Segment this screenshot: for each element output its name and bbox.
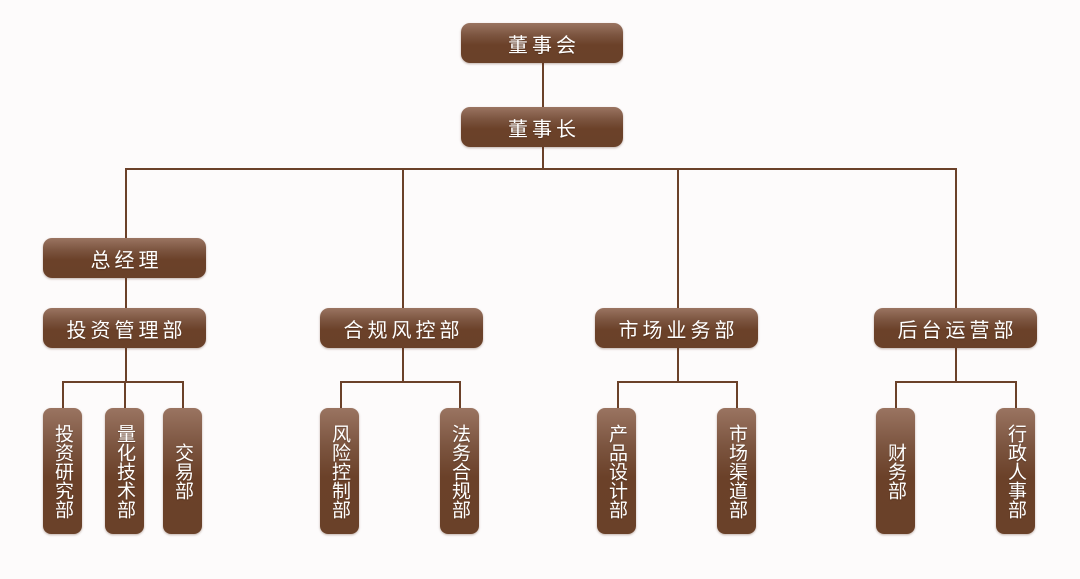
connector-invest-down <box>125 347 127 382</box>
node-sub-invest-research: 投资研究部 <box>43 408 82 534</box>
connector-market-sub-1 <box>617 381 619 409</box>
node-board: 董事会 <box>461 23 623 63</box>
node-sub-finance: 财务部 <box>876 408 915 534</box>
connector-trunk-horizontal <box>125 168 957 170</box>
connector-compliance-down <box>402 347 404 382</box>
connector-market-horizontal <box>617 381 738 383</box>
node-department-backoffice: 后台运营部 <box>874 308 1037 348</box>
connector-invest-sub-2 <box>124 381 126 409</box>
node-sub-admin-hr: 行政人事部 <box>996 408 1035 534</box>
connector-backoffice-horizontal <box>895 381 1017 383</box>
node-sub-quant-tech: 量化技术部 <box>105 408 144 534</box>
node-department-market: 市场业务部 <box>595 308 758 348</box>
connector-invest-horizontal <box>62 381 184 383</box>
connector-gm-invest <box>125 277 127 309</box>
node-sub-legal-compliance: 法务合规部 <box>440 408 479 534</box>
node-sub-trading: 交易部 <box>163 408 202 534</box>
node-general-manager: 总经理 <box>43 238 206 278</box>
connector-backoffice-down <box>955 347 957 382</box>
connector-trunk-backoffice <box>955 168 957 309</box>
node-sub-market-channel: 市场渠道部 <box>717 408 756 534</box>
connector-compliance-sub-1 <box>340 381 342 409</box>
node-sub-product-design: 产品设计部 <box>597 408 636 534</box>
connector-chairman-trunk <box>542 146 544 170</box>
connector-trunk-market <box>677 168 679 309</box>
connector-compliance-sub-2 <box>459 381 461 409</box>
node-department-invest: 投资管理部 <box>43 308 206 348</box>
connector-backoffice-sub-2 <box>1015 381 1017 409</box>
connector-invest-sub-1 <box>62 381 64 409</box>
connector-market-sub-2 <box>736 381 738 409</box>
connector-trunk-compliance <box>402 168 404 309</box>
node-chairman: 董事长 <box>461 107 623 147</box>
connector-backoffice-sub-1 <box>895 381 897 409</box>
connector-board-chairman <box>542 62 544 107</box>
connector-trunk-gm <box>125 168 127 238</box>
node-department-compliance: 合规风控部 <box>320 308 483 348</box>
node-sub-risk-control: 风险控制部 <box>320 408 359 534</box>
connector-market-down <box>677 347 679 382</box>
connector-compliance-horizontal <box>340 381 461 383</box>
connector-invest-sub-3 <box>182 381 184 409</box>
